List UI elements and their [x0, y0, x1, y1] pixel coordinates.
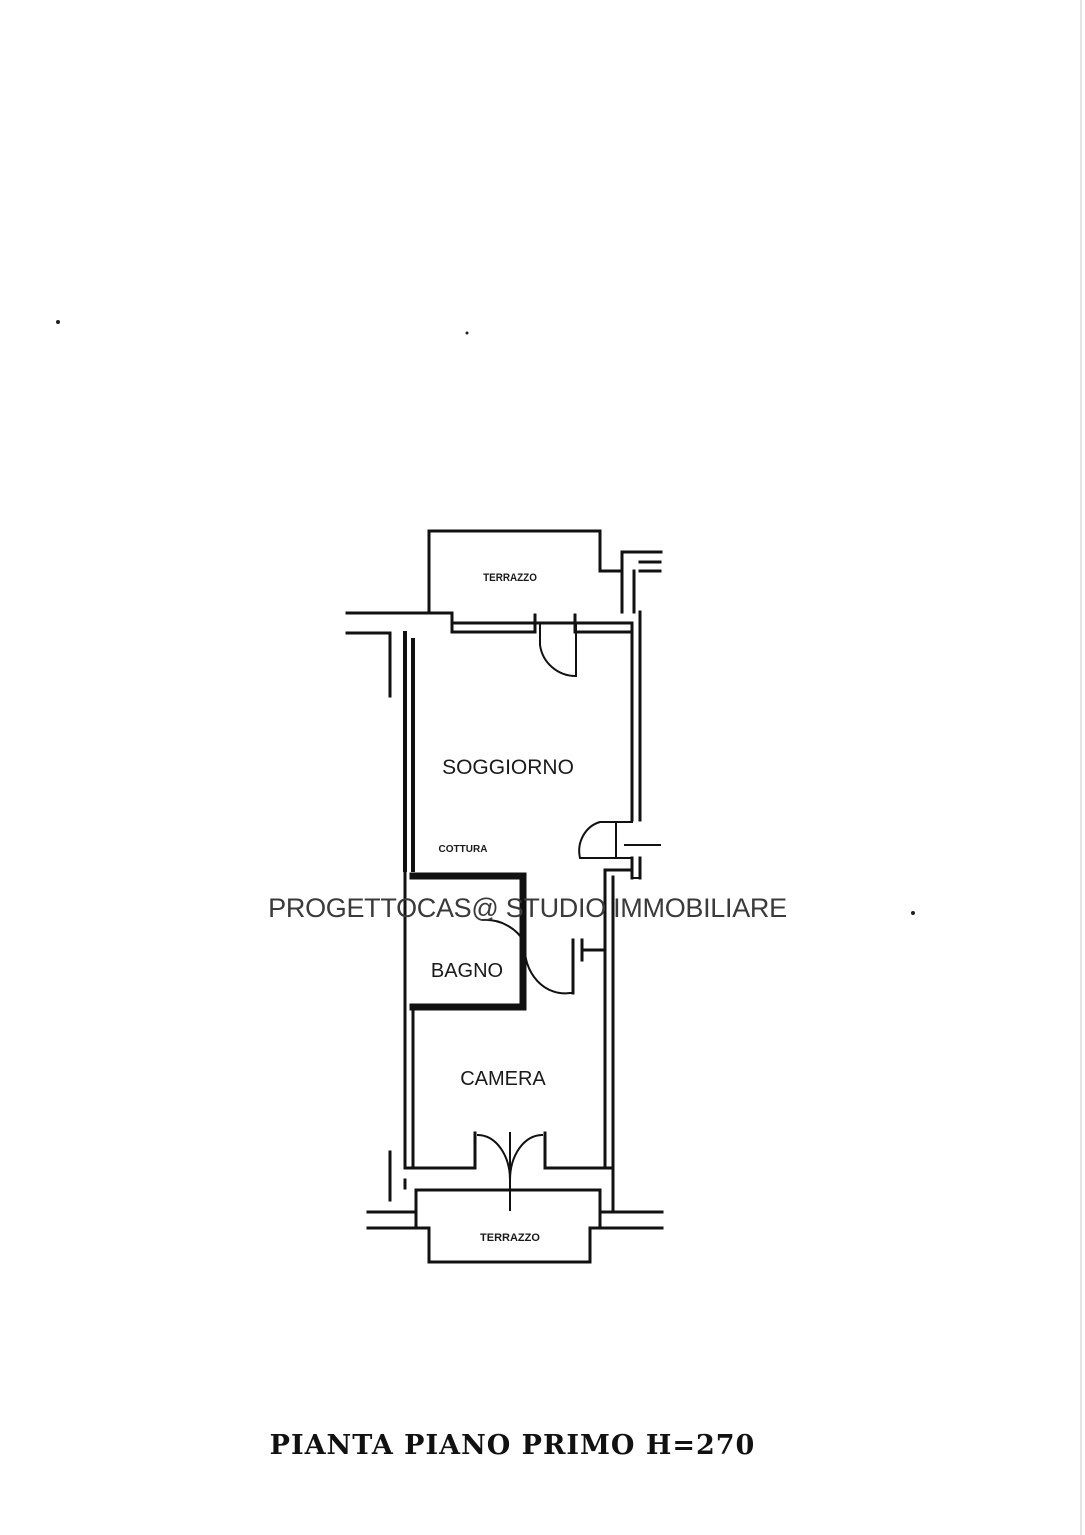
terrace-top-rail — [620, 560, 662, 614]
corridor-wall — [603, 868, 634, 1167]
watermark: PROGETTOCAS@ STUDIO IMMOBILIARE — [0, 893, 1085, 924]
living-left-wall — [403, 631, 415, 872]
terrace-top-outline — [427, 529, 663, 614]
watermark-text: PROGETTOCAS@ STUDIO IMMOBILIARE — [268, 893, 787, 923]
room-labels: TERRAZZO SOGGIORNO COTTURA BAGNO CAMERA … — [431, 573, 574, 1244]
upper-wall-left — [345, 611, 454, 698]
speck-center — [465, 331, 469, 335]
speck-right — [911, 911, 915, 915]
door-bath — [481, 918, 574, 995]
right-stub — [624, 844, 661, 879]
label-bath: BAGNO — [431, 960, 503, 982]
label-terrace-bottom: TERRAZZO — [480, 1232, 540, 1244]
specks — [56, 320, 915, 915]
right-edge-line — [1080, 0, 1082, 1535]
lower-wall-right — [598, 1150, 664, 1230]
label-bedroom: CAMERA — [460, 1068, 546, 1090]
upper-wall-top — [450, 613, 634, 634]
speck-left — [56, 320, 60, 324]
bath-hall-stub — [571, 938, 607, 995]
door-living-right — [578, 821, 633, 859]
bedroom-left-wall — [403, 868, 415, 1170]
label-kitchenette: COTTURA — [439, 844, 488, 855]
label-living: SOGGIORNO — [442, 756, 574, 779]
plan-title: PIANTA PIANO PRIMO H=270 — [0, 1430, 1085, 1461]
lower-wall-left — [366, 1150, 418, 1230]
terrace-bottom-outline — [414, 1188, 602, 1264]
label-terrace-top: TERRAZZO — [483, 573, 537, 585]
plan-title-text: PIANTA PIANO PRIMO H=270 — [269, 1430, 756, 1461]
living-right-wall — [630, 610, 642, 880]
bedroom-bottom-wall — [403, 1131, 615, 1170]
walls — [345, 529, 664, 1264]
door-terrace-top — [539, 624, 577, 678]
door-bedroom-french — [476, 1132, 544, 1211]
